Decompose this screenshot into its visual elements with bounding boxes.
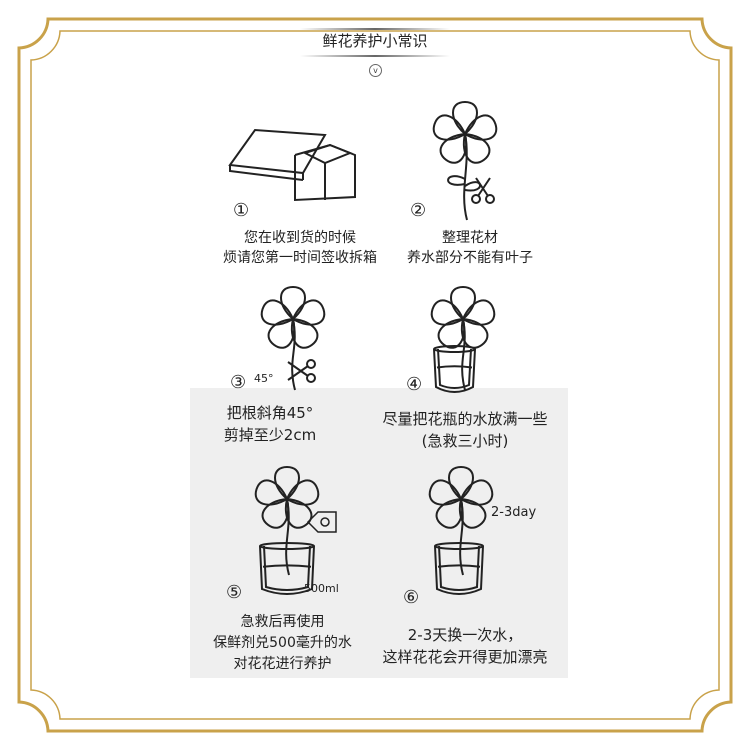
step-number-2: ②: [410, 200, 427, 221]
box-illustration: [228, 128, 356, 202]
step-caption-5: 急救后再使用 保鲜剂兑500毫升的水 对花花进行养护: [200, 612, 365, 675]
caption-line: 2-3天换一次水，: [407, 626, 523, 644]
step-number-1: ①: [233, 200, 250, 221]
step-number-4: ④: [406, 374, 423, 395]
flower-illustration: [260, 285, 326, 391]
caption-line: 您在收到货的时候: [244, 230, 356, 246]
page-title: 鲜花养护小常识: [322, 32, 428, 50]
step-caption-6: 2-3天换一次水， 这样花花会开得更加漂亮: [365, 624, 565, 668]
chevron-down-icon: v: [369, 64, 382, 77]
caption-line: 尽量把花瓶的水放满一些: [382, 410, 548, 428]
step-number-6: ⑥: [403, 587, 420, 608]
title-rule-top: [300, 28, 450, 30]
step-caption-4: 尽量把花瓶的水放满一些 (急救三小时): [365, 408, 565, 452]
step-number-5: ⑤: [226, 582, 243, 603]
interval-label: 2-3day: [491, 505, 537, 520]
caption-line: 保鲜剂兑500毫升的水: [213, 635, 352, 651]
preservative-tag-icon: [306, 511, 337, 533]
caption-line: 急救后再使用: [240, 614, 325, 630]
caption-line: 把根斜角45°: [226, 404, 314, 422]
angle-label: 45°: [254, 372, 274, 385]
caption-line: 剪掉至少2cm: [223, 426, 317, 444]
scissors-icon: [471, 177, 495, 204]
step-caption-1: 您在收到货的时候 烦请您第一时间签收拆箱: [210, 228, 390, 268]
vase-icon: [434, 542, 484, 595]
caption-line: 烦请您第一时间签收拆箱: [223, 250, 377, 266]
vase-icon: [259, 542, 315, 595]
flower-illustration: [428, 465, 494, 576]
step-number-3: ③: [230, 372, 247, 393]
step-caption-3: 把根斜角45° 剪掉至少2cm: [205, 402, 335, 446]
flower-illustration: [254, 465, 320, 576]
caption-line: 整理花材: [442, 230, 498, 246]
scissors-icon: [287, 359, 316, 383]
caption-line: (急救三小时): [421, 432, 509, 450]
caption-line: 养水部分不能有叶子: [407, 250, 533, 266]
shaded-panel: [190, 388, 568, 678]
flower-illustration: [430, 285, 496, 391]
caption-line: 对花花进行养护: [233, 656, 332, 672]
step-caption-2: 整理花材 养水部分不能有叶子: [390, 228, 550, 268]
volume-label: 500ml: [304, 582, 339, 595]
vase-icon: [433, 345, 476, 393]
title-rule-bottom: [300, 55, 450, 57]
caption-line: 这样花花会开得更加漂亮: [382, 648, 548, 666]
